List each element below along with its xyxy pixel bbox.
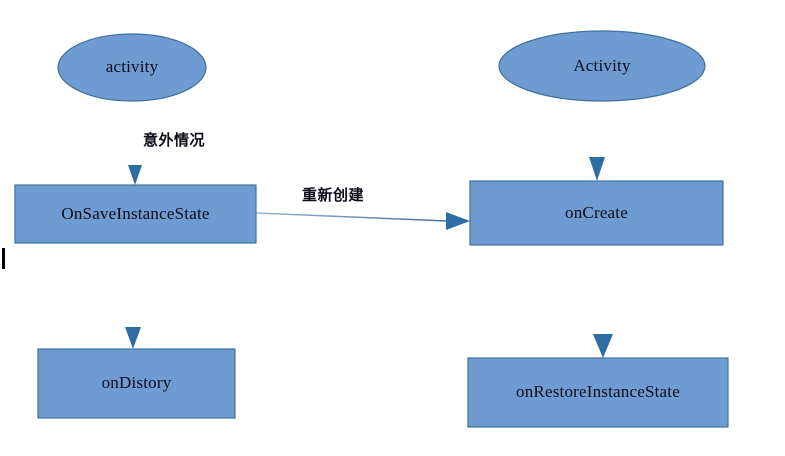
arrowhead-down-icon <box>128 165 142 185</box>
connector-activity-to-onsaveinstancestate <box>128 100 142 185</box>
node-shape-on-restore-instance-state-box[interactable] <box>467 357 729 428</box>
connector-onsaveinstancestate-to-ondistory <box>125 243 141 349</box>
node-shape-activity-capital-ellipse[interactable] <box>498 30 706 102</box>
connector-activity-capital-to-oncreate <box>589 101 605 181</box>
arrowhead-down-icon <box>125 327 141 349</box>
text-caret-mark <box>2 248 5 269</box>
node-shape-on-create-box[interactable] <box>469 180 724 246</box>
edge-label-unexpected-situation: 意外情况 <box>143 131 206 149</box>
connector-oncreate-to-onrestoreinstancestate <box>593 245 613 358</box>
arrowhead-right-icon <box>446 212 470 230</box>
connector-line <box>255 212 448 222</box>
arrowhead-down-icon <box>593 334 613 358</box>
node-shape-activity-ellipse[interactable] <box>57 33 207 102</box>
edge-label-recreate: 重新创建 <box>302 186 365 204</box>
node-shape-on-distory-box[interactable] <box>37 348 236 419</box>
arrowhead-down-icon <box>589 157 605 181</box>
connector-onsaveinstancestate-to-oncreate <box>255 212 470 230</box>
node-shape-on-save-instance-state-box[interactable] <box>14 184 257 244</box>
